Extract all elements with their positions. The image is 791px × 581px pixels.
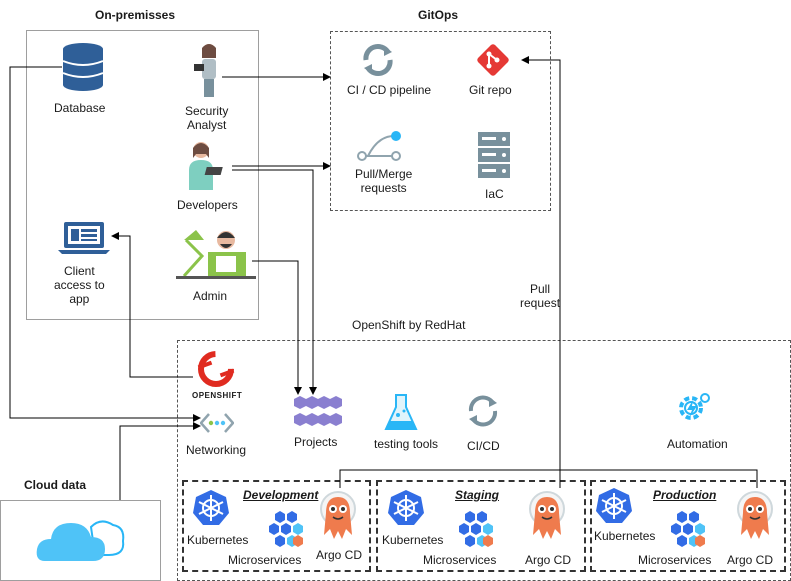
argocd-label: Argo CD bbox=[316, 548, 363, 562]
onprem-box bbox=[26, 30, 259, 320]
cicd-pipeline-icon bbox=[363, 44, 393, 76]
env-box-development bbox=[182, 480, 371, 572]
automation-label: Automation bbox=[667, 437, 728, 451]
env-title-production: Production bbox=[653, 488, 717, 502]
openshift-title: OpenShift by RedHat bbox=[352, 318, 466, 332]
kubernetes-icon bbox=[596, 488, 632, 523]
networking-icon bbox=[200, 413, 234, 433]
admin-icon bbox=[176, 230, 256, 279]
developers-label: Developers bbox=[177, 198, 238, 212]
testing-tools-label: testing tools bbox=[374, 437, 439, 451]
developers-to-projects-line bbox=[232, 169, 317, 395]
security-analyst-icon bbox=[194, 44, 216, 97]
pull-request-icon bbox=[357, 131, 401, 161]
microservices-icon bbox=[459, 511, 493, 547]
argocd-icon bbox=[529, 491, 565, 539]
pull-request-line bbox=[521, 56, 561, 470]
microservices-label: Microservices bbox=[423, 553, 497, 567]
microservices-label: Microservices bbox=[228, 553, 302, 567]
microservices-icon bbox=[269, 511, 303, 547]
database-icon bbox=[62, 43, 104, 91]
client-access-label: Client access to app bbox=[54, 264, 105, 306]
cloud-title: Cloud data bbox=[24, 478, 86, 492]
onprem-title: On-premisses bbox=[95, 8, 176, 22]
security-analyst-label: Security Analyst bbox=[185, 104, 229, 132]
kubernetes-icon bbox=[193, 490, 229, 525]
env-title-development: Development bbox=[243, 488, 319, 502]
openshift-logo-icon bbox=[197, 351, 235, 387]
env-bus-line bbox=[339, 469, 758, 488]
argocd-icon bbox=[737, 491, 773, 539]
kubernetes-icon bbox=[388, 490, 424, 525]
cicd-label: CI/CD bbox=[467, 439, 500, 453]
iac-label: IaC bbox=[485, 187, 504, 201]
kubernetes-label: Kubernetes bbox=[382, 533, 444, 547]
cloud-to-networking-line bbox=[119, 422, 201, 500]
admin-to-projects-line bbox=[252, 260, 302, 395]
kubernetes-label: Kubernetes bbox=[594, 529, 656, 543]
kubernetes-label: Kubernetes bbox=[187, 533, 249, 547]
projects-label: Projects bbox=[294, 435, 338, 449]
cicd-pipeline-label: CI / CD pipeline bbox=[347, 83, 432, 97]
automation-gear-icon bbox=[679, 393, 710, 420]
db-to-networking-line bbox=[9, 66, 201, 422]
cicd-icon bbox=[468, 395, 498, 427]
microservices-icon bbox=[671, 511, 705, 547]
argocd-label: Argo CD bbox=[727, 553, 774, 567]
openshift-to-client-line bbox=[111, 232, 193, 378]
argocd-icon bbox=[320, 491, 356, 539]
gitops-title: GitOps bbox=[418, 8, 459, 22]
cloud-icon bbox=[36, 520, 125, 561]
git-icon bbox=[477, 44, 509, 76]
developer-icon bbox=[189, 142, 223, 190]
microservices-label: Microservices bbox=[638, 553, 712, 567]
pull-merge-label: Pull/Merge requests bbox=[355, 167, 413, 195]
iac-server-icon bbox=[478, 132, 510, 178]
laptop-icon bbox=[58, 222, 110, 254]
env-box-staging bbox=[376, 480, 586, 572]
git-repo-label: Git repo bbox=[469, 83, 512, 97]
database-label: Database bbox=[54, 101, 106, 115]
argocd-label: Argo CD bbox=[525, 553, 572, 567]
networking-label: Networking bbox=[186, 443, 247, 457]
env-box-production bbox=[590, 480, 786, 572]
gitops-box bbox=[330, 31, 551, 211]
admin-label: Admin bbox=[193, 289, 228, 303]
openshift-brand-text: OPENSHIFT bbox=[192, 391, 243, 400]
projects-icon bbox=[294, 396, 342, 426]
testing-flask-icon bbox=[384, 394, 418, 430]
env-title-staging: Staging bbox=[455, 488, 499, 502]
pull-request-label: Pull request bbox=[520, 282, 561, 310]
